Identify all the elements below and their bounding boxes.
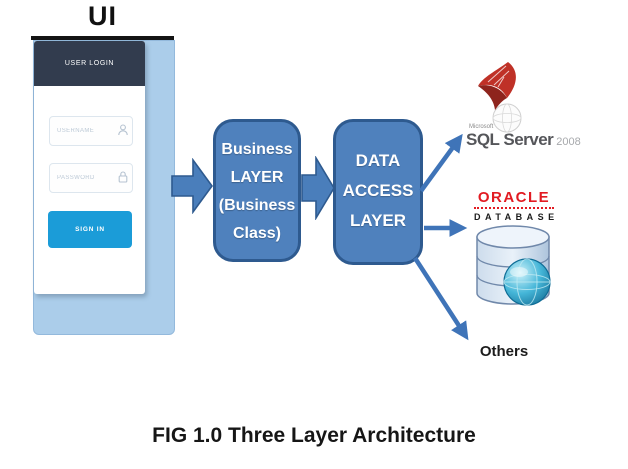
data-access-layer-box: DATA ACCESS LAYER xyxy=(333,119,423,265)
arrow-dal-to-others-icon xyxy=(413,256,469,341)
ui-title-underline xyxy=(31,36,174,40)
arrow-dal-to-sqlserver-icon xyxy=(419,133,463,193)
globe-icon xyxy=(503,258,551,306)
sql-server-name: SQL Server xyxy=(466,130,554,149)
ui-mockup-frame: USER LOGIN SIGN IN xyxy=(33,40,175,335)
business-layer-box: Business LAYER (Business Class) xyxy=(213,119,301,262)
username-field[interactable] xyxy=(49,116,133,146)
oracle-name: ORACLE xyxy=(474,189,554,209)
username-input[interactable] xyxy=(49,116,133,146)
login-card: USER LOGIN SIGN IN xyxy=(34,41,145,294)
oracle-logo: ORACLE DATABASE xyxy=(474,189,554,222)
arrow-ui-to-business-icon xyxy=(171,158,213,214)
sql-server-swirl-icon xyxy=(478,62,522,133)
password-field[interactable] xyxy=(49,163,133,193)
database-cylinder-icon xyxy=(476,225,551,306)
sql-server-brand: Microsoft xyxy=(469,124,494,130)
business-layer-line: (Business xyxy=(218,197,296,214)
login-header: USER LOGIN xyxy=(34,41,145,86)
business-layer-line: LAYER xyxy=(230,169,284,186)
data-access-layer-line: DATA xyxy=(355,151,401,170)
arrow-business-to-dataaccess-icon xyxy=(301,156,335,220)
figure-caption: FIG 1.0 Three Layer Architecture xyxy=(152,424,476,447)
data-access-layer-line: ACCESS xyxy=(342,181,414,200)
dal-connector-arrows xyxy=(413,133,469,341)
business-layer-line: Class) xyxy=(232,225,282,242)
sql-server-version: 2008 xyxy=(556,136,581,148)
oracle-product: DATABASE xyxy=(474,212,559,222)
person-icon xyxy=(118,124,128,136)
business-layer-line: Business xyxy=(221,141,293,158)
sign-in-button[interactable]: SIGN IN xyxy=(48,211,132,248)
lock-icon xyxy=(118,171,128,183)
data-access-layer-line: LAYER xyxy=(349,211,407,230)
ui-section-title: UI xyxy=(88,1,117,31)
others-label: Others xyxy=(479,343,529,360)
